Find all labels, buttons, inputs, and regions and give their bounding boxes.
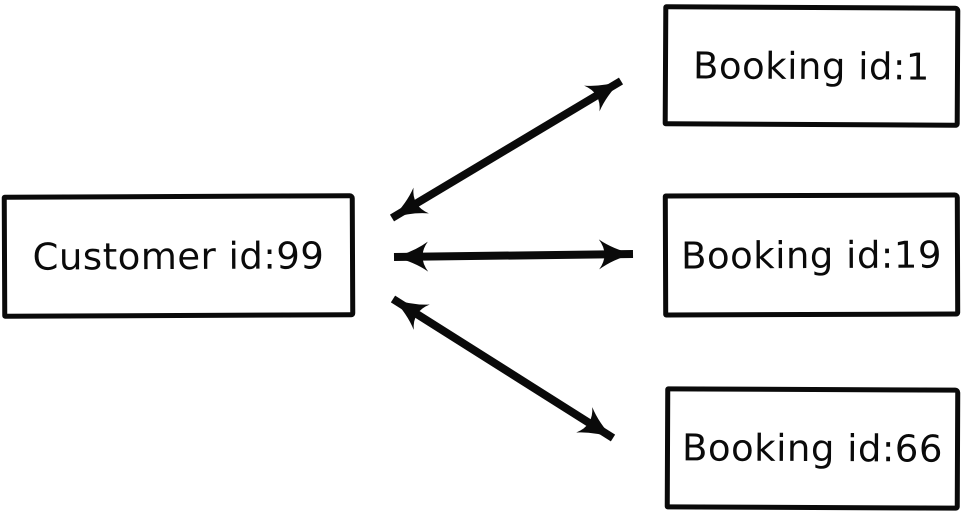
booking-node-1: Booking id:1 [662, 4, 961, 128]
booking-node-19: Booking id:19 [662, 192, 961, 318]
booking-node-19-label: Booking id:19 [680, 233, 943, 277]
edge-customer-booking-1 [389, 77, 624, 222]
customer-node-label: Customer id:99 [32, 233, 325, 279]
booking-node-1-label: Booking id:1 [692, 43, 931, 89]
edge-customer-booking-66 [390, 295, 616, 442]
booking-node-66-label: Booking id:66 [681, 426, 944, 471]
edge-customer-booking-19 [393, 239, 634, 272]
customer-node: Customer id:99 [1, 193, 356, 319]
booking-node-66: Booking id:66 [664, 386, 961, 511]
